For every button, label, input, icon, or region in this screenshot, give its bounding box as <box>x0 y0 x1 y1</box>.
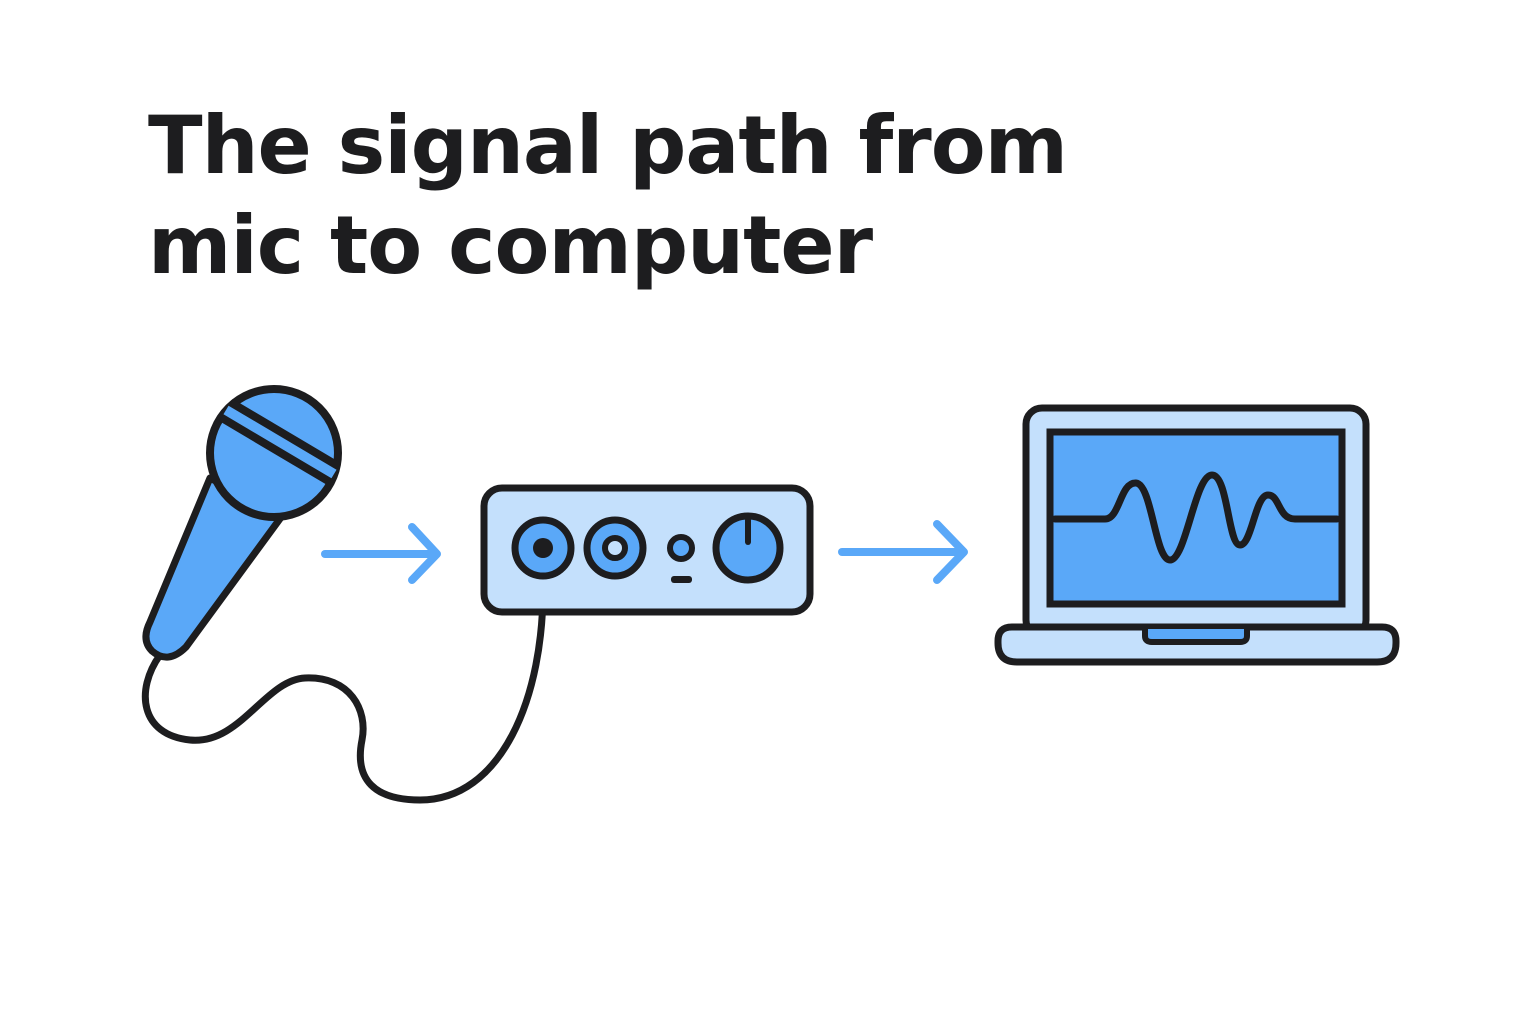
title-line-1: The signal path from <box>148 99 1068 192</box>
status-led <box>667 534 695 583</box>
title-line-2: mic to computer <box>148 199 873 292</box>
gain-knob <box>712 512 784 584</box>
input-jack-2 <box>583 516 647 580</box>
arrow-interface-to-computer <box>838 520 968 584</box>
arrow-mic-to-interface <box>321 523 441 584</box>
laptop-icon <box>994 404 1400 666</box>
input-jack-1 <box>511 516 575 580</box>
audio-interface-icon <box>480 484 814 616</box>
laptop-trackpad-notch <box>1142 629 1250 645</box>
diagram-title: The signal path from mic to computer <box>148 96 1148 296</box>
xlr-cable <box>141 544 547 804</box>
microphone-handle <box>142 474 286 661</box>
waveform <box>1051 471 1341 564</box>
microphone-icon <box>142 385 342 661</box>
